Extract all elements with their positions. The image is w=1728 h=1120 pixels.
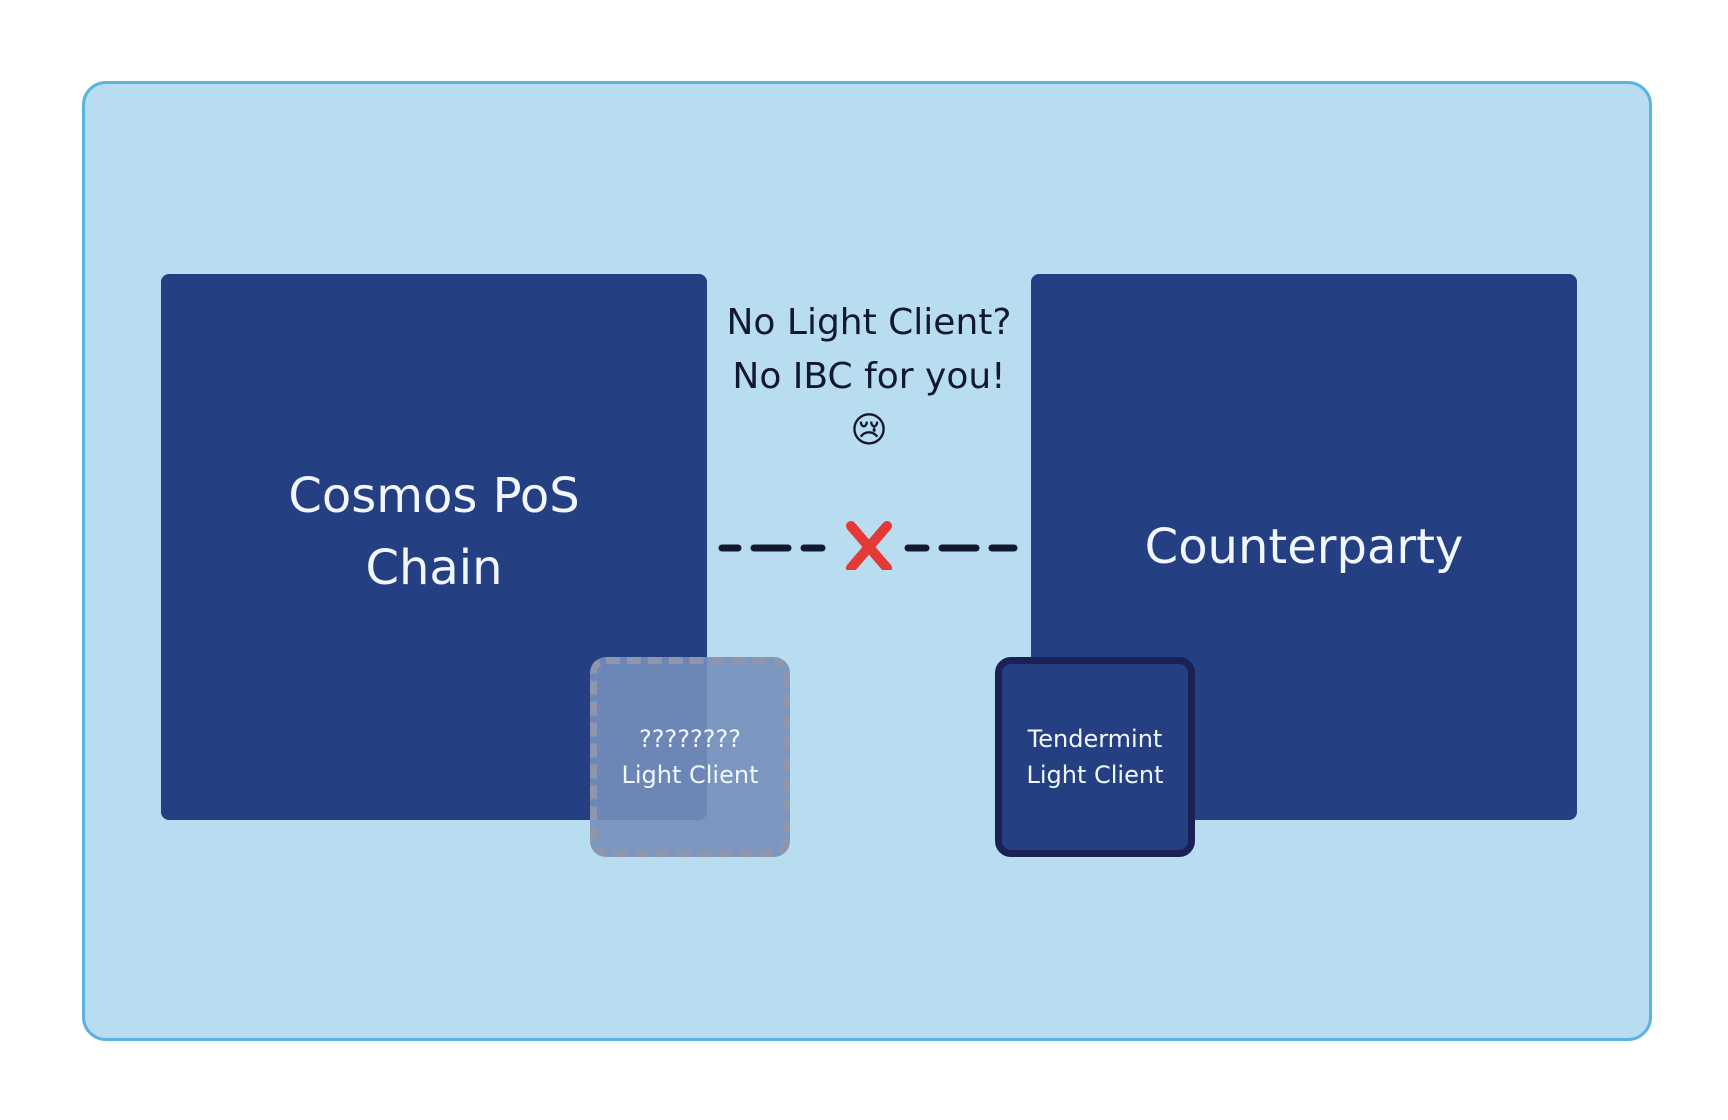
counterparty-box: Counterparty <box>1031 274 1577 820</box>
broken-connection <box>718 521 1018 570</box>
no-light-client-caption: No Light Client? No IBC for you! 😢 <box>707 296 1031 458</box>
tendermint-light-client-box: Tendermint Light Client <box>995 657 1195 857</box>
crying-face-icon: 😢 <box>850 410 888 451</box>
unknown-light-client-box: ???????? Light Client <box>590 657 790 857</box>
caption-line-2: No IBC for you! <box>732 356 1006 397</box>
counterparty-label: Counterparty <box>1144 519 1464 575</box>
tendermint-light-client-label: Light Client <box>1026 761 1164 789</box>
cosmos-pos-chain-label: Cosmos PoS Chain <box>288 468 580 596</box>
cosmos-pos-chain-box: Cosmos PoS Chain <box>161 274 707 820</box>
unknown-light-client-label: Light Client <box>621 761 759 789</box>
tendermint-light-client-name: Tendermint <box>1027 725 1163 753</box>
unknown-light-client-name: ???????? <box>639 725 741 753</box>
cross-mark-icon <box>846 521 892 570</box>
caption-line-1: No Light Client? <box>726 302 1012 343</box>
